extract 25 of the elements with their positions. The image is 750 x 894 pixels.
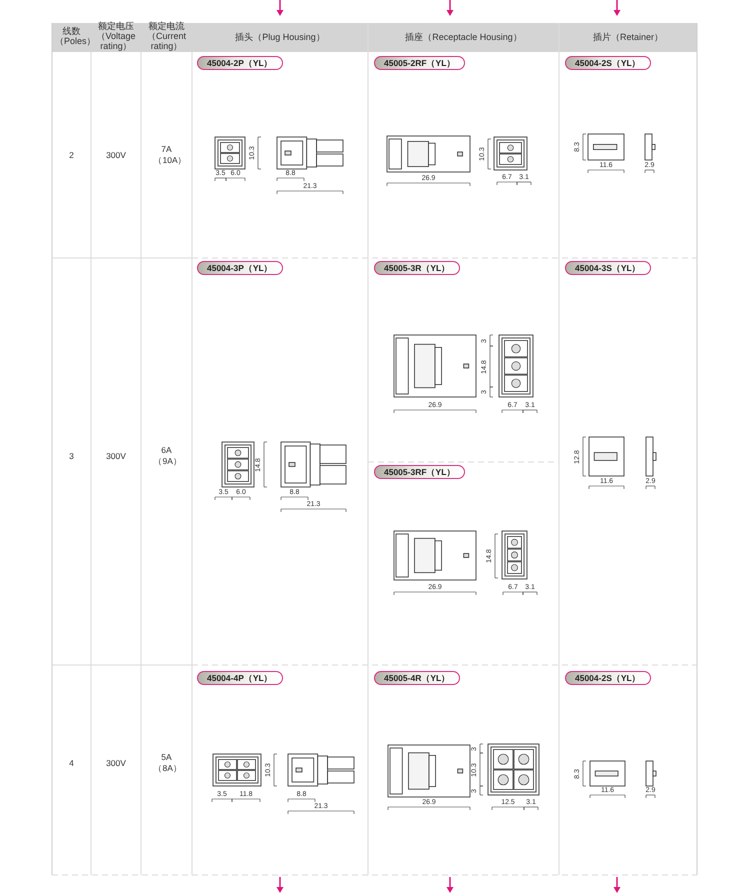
- part-number-pill: 45005-2RF（YL）: [374, 56, 466, 70]
- column-header: 线数（Poles）: [55, 26, 88, 46]
- part-number-pill: 45005-3RF（YL）: [374, 465, 466, 479]
- column-header: 插头（Plug Housing）: [234, 32, 326, 42]
- row-value: 5A（8A）: [154, 752, 180, 774]
- part-number-pill: 45004-2S（YL）: [565, 671, 651, 685]
- row-value: 4: [68, 758, 75, 768]
- column-header: 插片（Retainer）: [592, 32, 664, 42]
- column-header: 插座（Receptacle Housing）: [404, 32, 523, 42]
- part-number-pill: 45004-2S（YL）: [565, 56, 651, 70]
- part-number-pill: 45005-4R（YL）: [374, 671, 460, 685]
- row-value: 300V: [105, 758, 127, 768]
- row-value: 300V: [105, 150, 127, 160]
- part-number-pill: 45004-2P（YL）: [197, 56, 283, 70]
- row-value: 2: [68, 150, 75, 160]
- column-header: 额定电压（Voltage rating）: [95, 21, 137, 51]
- part-number-pill: 45005-3R（YL）: [374, 261, 460, 275]
- row-value: 7A（10A）: [154, 144, 180, 166]
- row-value: 300V: [105, 450, 127, 462]
- column-header: 额定电流（Current rating）: [146, 21, 187, 51]
- part-number-pill: 45004-3P（YL）: [197, 261, 283, 275]
- row-value: 6A（9A）: [154, 445, 180, 467]
- row-value: 3: [68, 450, 75, 462]
- part-number-pill: 45004-3S（YL）: [565, 261, 651, 275]
- part-number-pill: 45004-4P（YL）: [197, 671, 283, 685]
